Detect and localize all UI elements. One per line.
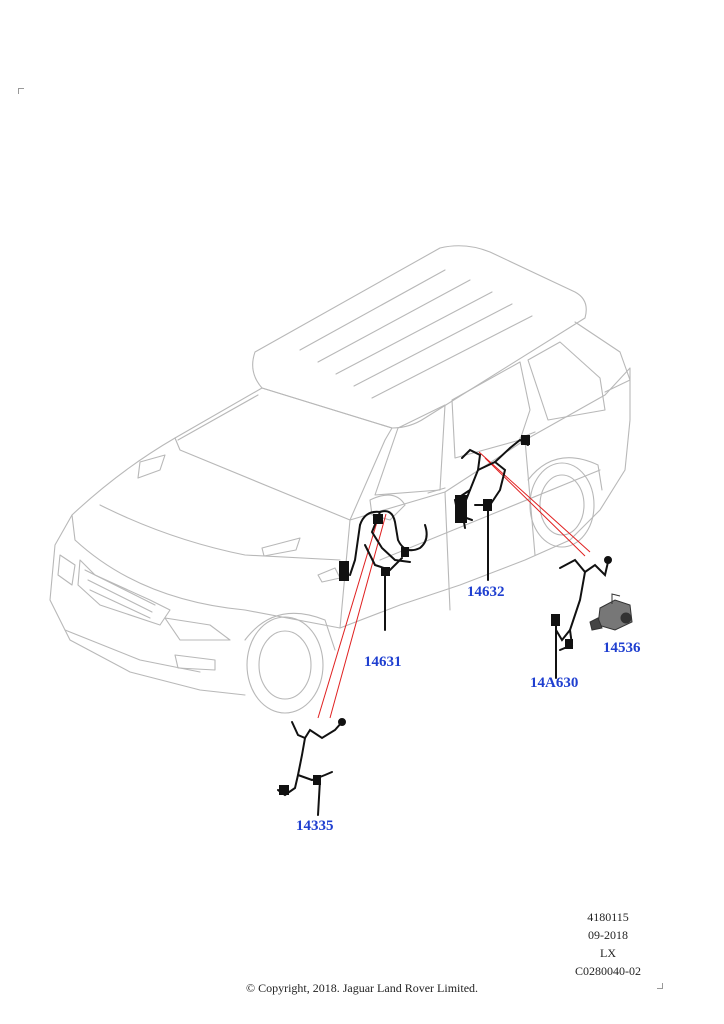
callout-14536[interactable]: 14536 [603,640,641,656]
drawing-code: C0280040-02 [575,964,641,978]
illustration-number: 4180115 [587,910,629,924]
leader-14335-b [329,513,387,719]
leader-lines [317,451,591,719]
component-14536 [589,593,633,631]
leader-14A630-b [478,451,591,553]
callout-14632[interactable]: 14632 [467,584,505,600]
leader-14A630-a [484,457,586,557]
callout-14335[interactable]: 14335 [296,818,334,834]
vehicle-outline [49,245,631,714]
model-code: LX [600,946,616,960]
callout-14A630[interactable]: 14A630 [530,675,579,691]
harness-14335 [277,718,346,816]
harness-14632 [453,435,530,581]
crop-mark-bottom-right [657,983,663,989]
harness-14A630 [551,556,612,679]
copyright-notice: © Copyright, 2018. Jaguar Land Rover Lim… [245,981,479,995]
leader-14335-a [317,511,381,719]
harness-14631 [339,510,428,631]
drawing-date: 09-2018 [588,928,628,942]
crop-mark-top-left [18,88,24,94]
callout-14631[interactable]: 14631 [364,654,402,670]
drawing-meta: 4180115 09-2018 LX C0280040-02 [568,908,648,980]
